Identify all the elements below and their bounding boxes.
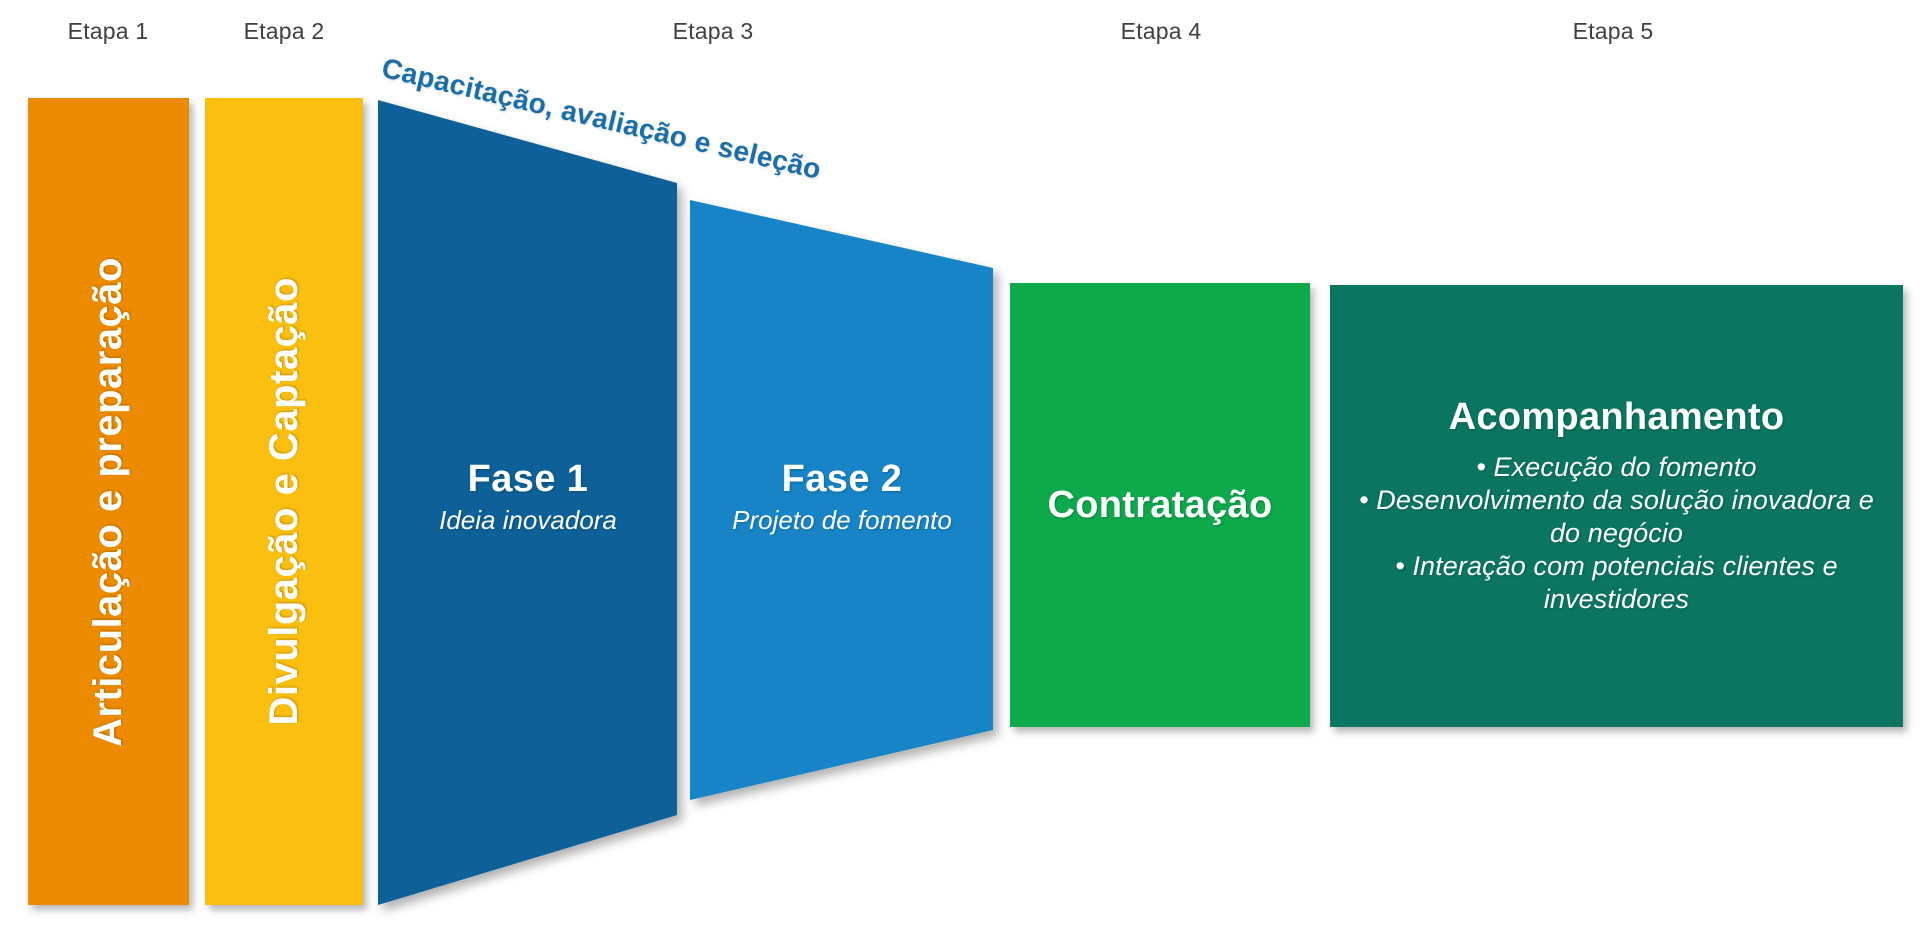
stage-box-acompanhamento-title: Acompanhamento <box>1448 396 1785 439</box>
funnel-phase-1-subtitle: Ideia inovadora <box>439 505 617 535</box>
funnel-phase-2-subtitle: Projeto de fomento <box>732 505 952 535</box>
stage-label-5: Etapa 5 <box>1572 18 1654 44</box>
list-item: Desenvolvimento da solução inovadora e d… <box>1330 484 1903 550</box>
list-item: Execução do fomento <box>1330 451 1903 484</box>
stage-box-contratacao-title: Contratação <box>1047 483 1273 526</box>
funnel-phase-1-title: Fase 1 <box>467 458 589 500</box>
stage-bar-divulgacao-label: Divulgação e Captação <box>261 277 306 726</box>
stage-box-contratacao[interactable]: Contratação <box>1010 283 1310 727</box>
funnel-phase-2-text: Fase 2 Projeto de fomento <box>690 458 994 536</box>
stage-label-4: Etapa 4 <box>1120 18 1202 44</box>
list-item: Interação com potenciais clientes e inve… <box>1330 550 1903 616</box>
stage-box-acompanhamento[interactable]: Acompanhamento Execução do fomento Desen… <box>1330 285 1903 727</box>
funnel-phase-1-text: Fase 1 Ideia inovadora <box>378 458 678 536</box>
funnel-phase-2-title: Fase 2 <box>781 458 903 500</box>
stage-bar-articulacao-label: Articulação e preparação <box>86 256 130 747</box>
stage-bar-divulgacao[interactable]: Divulgação e Captação <box>205 98 363 905</box>
acompanhamento-bullet-list: Execução do fomento Desenvolvimento da s… <box>1330 451 1903 616</box>
stage-label-1: Etapa 1 <box>67 18 149 44</box>
stage-label-3: Etapa 3 <box>672 18 754 44</box>
stage-label-2: Etapa 2 <box>243 18 325 44</box>
stage-bar-articulacao[interactable]: Articulação e preparação <box>28 98 189 905</box>
